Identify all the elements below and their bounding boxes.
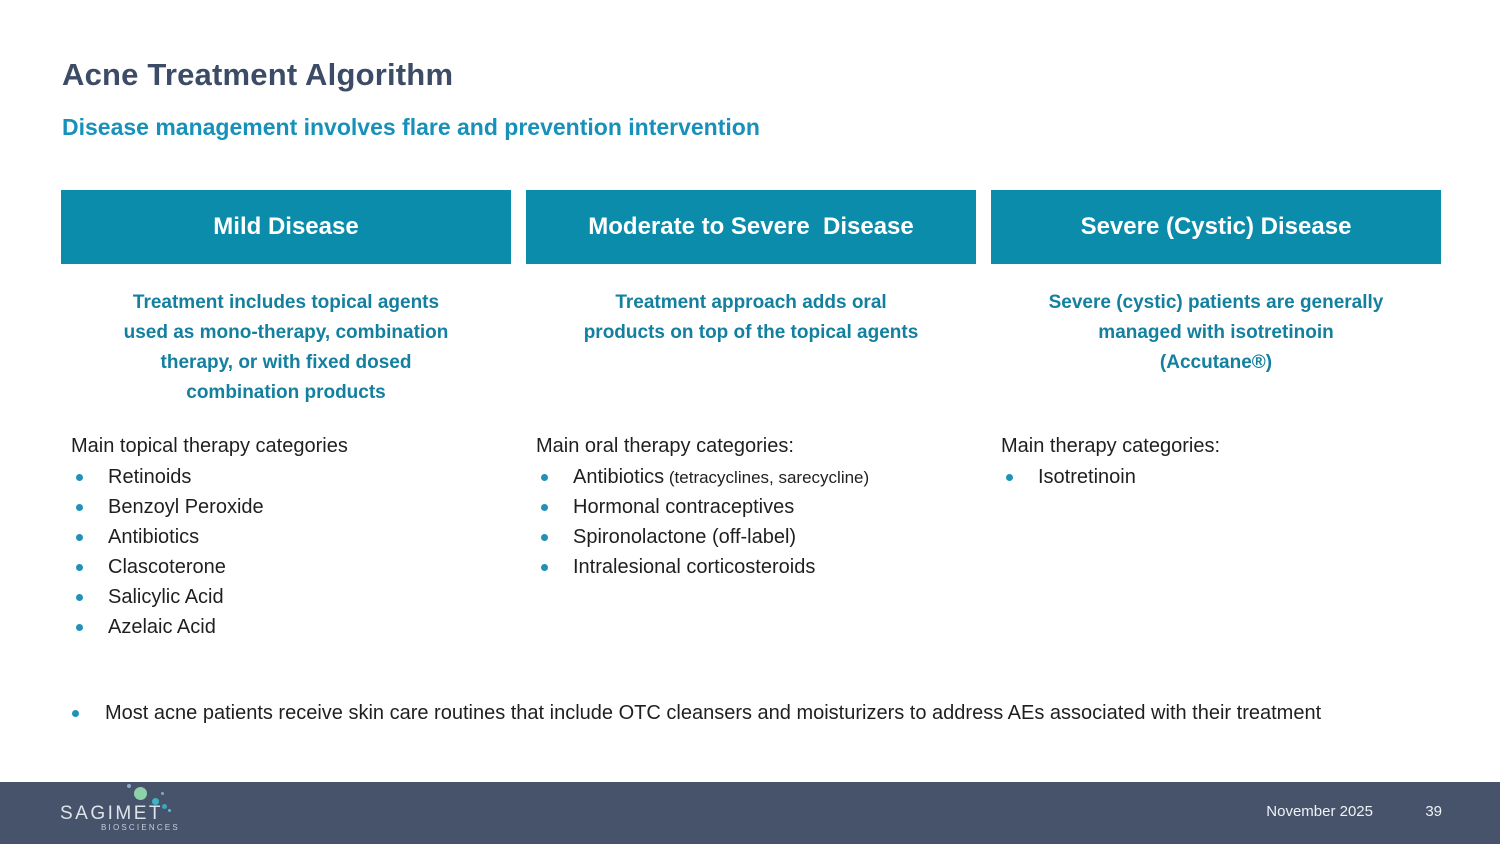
description-line: products on top of the topical agents [583, 322, 919, 343]
therapy-list-mild: Retinoids Benzoyl Peroxide Antibiotics C… [61, 467, 511, 638]
list-item: Antibiotics [71, 527, 511, 548]
bullet-icon [76, 474, 83, 481]
column-header-severe-cystic: Severe (Cystic) Disease [991, 190, 1441, 264]
bullet-icon [76, 624, 83, 631]
description-line: combination products [186, 382, 386, 403]
bullet-icon [76, 594, 83, 601]
logo-dot-icon [134, 787, 147, 800]
description-line: used as mono-therapy, combination [123, 322, 449, 343]
list-item-label: Spironolactone (off-label) [573, 526, 797, 548]
footnote-text: Most acne patients receive skin care rou… [105, 702, 1322, 724]
bullet-icon [541, 534, 548, 541]
list-item-note: (tetracyclines, sarecycline) [664, 468, 870, 487]
list-item: Salicylic Acid [71, 587, 511, 608]
logo-dot-icon [127, 784, 131, 788]
column-description-mild: Treatment includes topical agents used a… [61, 264, 511, 435]
list-item-label: Intralesional corticosteroids [573, 556, 816, 578]
page-title: Acne Treatment Algorithm [62, 57, 454, 92]
therapy-list-moderate-severe: Antibiotics (tetracyclines, sarecycline)… [526, 467, 976, 578]
bullet-icon [76, 564, 83, 571]
footer-date: November 2025 [1266, 803, 1373, 820]
list-item-label: Retinoids [108, 466, 192, 488]
treatment-columns: Mild Disease Treatment includes topical … [61, 190, 1441, 647]
list-item-label: Azelaic Acid [108, 616, 216, 638]
description-line: Severe (cystic) patients are generally [1048, 292, 1384, 313]
logo-dot-icon [161, 792, 164, 795]
list-item-label: Antibiotics [108, 526, 200, 548]
list-item-label: Hormonal contraceptives [573, 496, 795, 518]
logo-dot-icon [162, 804, 167, 809]
bullet-icon [1006, 474, 1013, 481]
list-item: Clascoterone [71, 557, 511, 578]
description-line: managed with isotretinoin [1098, 322, 1334, 343]
list-item: Hormonal contraceptives [536, 497, 976, 518]
page-subtitle: Disease management involves flare and pr… [62, 114, 760, 140]
logo-dot-icon [152, 798, 159, 805]
list-item: Antibiotics (tetracyclines, sarecycline) [536, 467, 976, 488]
list-item-label: Isotretinoin [1038, 466, 1136, 488]
bullet-icon [541, 564, 548, 571]
list-item: Retinoids [71, 467, 511, 488]
bullet-icon [72, 710, 79, 717]
description-line: (Accutane®) [1159, 352, 1273, 373]
bullet-icon [541, 474, 548, 481]
list-item-label: Antibiotics [573, 466, 665, 488]
sagimet-logo: SAGIMET BIOSCIENCES [60, 782, 210, 844]
bullet-icon [76, 534, 83, 541]
list-item: Intralesional corticosteroids [536, 557, 976, 578]
list-title-severe-cystic: Main therapy categories: [1001, 435, 1221, 457]
list-item: Azelaic Acid [71, 617, 511, 638]
list-item: Isotretinoin [1001, 467, 1441, 488]
column-description-severe-cystic: Severe (cystic) patients are generally m… [991, 264, 1441, 435]
logo-wordmark: SAGIMET [60, 803, 164, 824]
footnote: Most acne patients receive skin care rou… [72, 697, 1321, 730]
therapy-list-severe-cystic: Isotretinoin [991, 467, 1441, 488]
list-title-moderate-severe: Main oral therapy categories: [536, 435, 794, 457]
column-moderate-severe-disease: Moderate to Severe Disease Treatment app… [526, 190, 976, 647]
list-item-label: Clascoterone [108, 556, 226, 578]
list-item: Benzoyl Peroxide [71, 497, 511, 518]
column-description-moderate-severe: Treatment approach adds oral products on… [526, 264, 976, 435]
logo-dot-icon [168, 809, 171, 812]
description-line: Treatment includes topical agents [132, 292, 440, 313]
logo-subtext: BIOSCIENCES [101, 823, 180, 832]
footer-bar: SAGIMET BIOSCIENCES November 2025 39 [0, 782, 1500, 844]
column-mild-disease: Mild Disease Treatment includes topical … [61, 190, 511, 647]
column-header-moderate-severe: Moderate to Severe Disease [526, 190, 976, 264]
column-severe-cystic-disease: Severe (Cystic) Disease Severe (cystic) … [991, 190, 1441, 647]
bullet-icon [76, 504, 83, 511]
list-item: Spironolactone (off-label) [536, 527, 976, 548]
list-item-label: Benzoyl Peroxide [108, 496, 264, 518]
column-header-mild: Mild Disease [61, 190, 511, 264]
bullet-icon [541, 504, 548, 511]
list-item-text: Antibiotics (tetracyclines, sarecycline) [573, 467, 869, 488]
description-line: therapy, or with fixed dosed [160, 352, 412, 373]
page-number: 39 [1425, 803, 1442, 820]
list-item-label: Salicylic Acid [108, 586, 224, 608]
list-title-mild: Main topical therapy categories [71, 435, 348, 457]
description-line: Treatment approach adds oral [615, 292, 887, 313]
